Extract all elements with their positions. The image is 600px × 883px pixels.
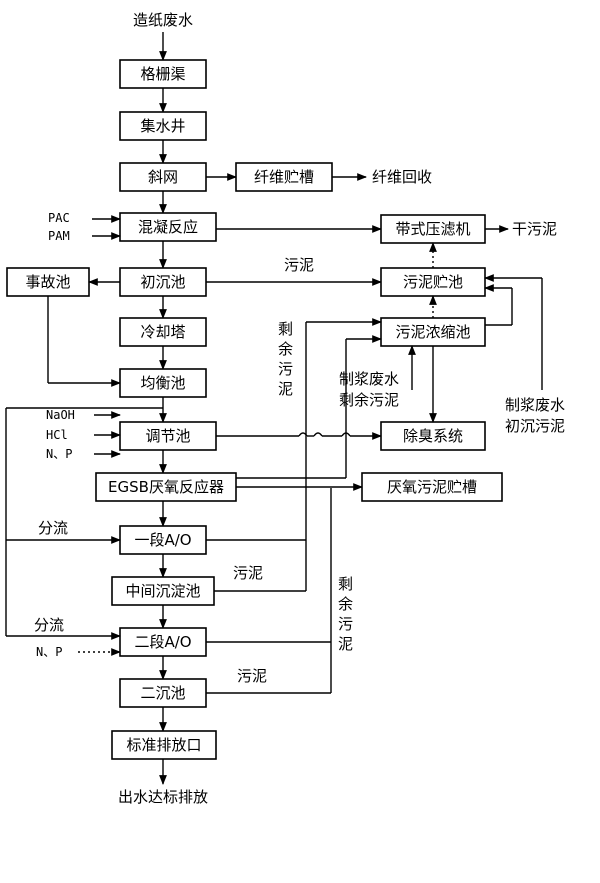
- screen-box: [119, 162, 207, 192]
- coag-box: [119, 212, 217, 242]
- pulp-primary-line1: 制浆废水: [505, 396, 565, 414]
- excess-sludge-1-c0: 剩: [278, 320, 293, 338]
- cooling-label: 冷却塔: [140, 323, 185, 341]
- pac-label: PAC: [48, 211, 70, 225]
- sump-box: [119, 111, 207, 141]
- pulp-excess-line2: 剩余污泥: [339, 391, 399, 409]
- outlet-box: [111, 730, 217, 760]
- belt-press-label: 带式压滤机: [395, 220, 470, 238]
- grille-label: 格栅渠: [140, 65, 185, 83]
- belt-press-box: [380, 214, 486, 244]
- hcl-label: HCl: [46, 428, 68, 442]
- fiber-recovery-label: 纤维回收: [372, 168, 432, 186]
- anaer-tank-label: 厌氧污泥贮槽: [387, 478, 477, 496]
- excess-sludge-2-c3: 泥: [338, 635, 353, 653]
- input-label: 造纸废水: [133, 11, 193, 29]
- sludge-top-label: 污泥: [284, 256, 314, 274]
- egsb-box: [95, 472, 237, 502]
- fiber-tank-label: 纤维贮槽: [254, 168, 314, 186]
- excess-sludge-2-c1: 余: [338, 595, 353, 613]
- pulp-primary-line2: 初沉污泥: [505, 417, 565, 435]
- np1-label: N、P: [46, 447, 72, 461]
- secondary-label: 二沉池: [140, 684, 185, 702]
- excess-sludge-2-c2: 污: [338, 615, 353, 633]
- excess-sludge-2-c0: 剩: [338, 575, 353, 593]
- equal-label: 均衡池: [140, 374, 185, 392]
- anaer-tank-box: [361, 472, 503, 502]
- adjust-label: 调节池: [145, 427, 190, 445]
- ao2-label-text: 二段A/O: [134, 633, 191, 651]
- mid-settle-label: 中间沉淀池: [125, 582, 200, 600]
- split2-label: 分流: [34, 616, 64, 634]
- equal-box: [119, 368, 207, 398]
- np2-label: N、P: [36, 645, 62, 659]
- output-label: 出水达标排放: [118, 788, 208, 806]
- sludge-mid-label: 污泥: [233, 564, 263, 582]
- line-hop: [313, 432, 323, 437]
- sludge-tank-label: 污泥贮池: [403, 273, 463, 291]
- pulp-excess-line1: 制浆废水: [339, 370, 399, 388]
- thickener-label: 污泥浓缩池: [395, 323, 470, 341]
- egsb-label: EGSB厌氧反应器: [108, 478, 224, 496]
- split1-label: 分流: [38, 519, 68, 537]
- secondary-box: [119, 678, 207, 708]
- deodor-label: 除臭系统: [403, 427, 463, 445]
- primary-box: [119, 267, 207, 297]
- screen-label: 斜网: [148, 168, 178, 186]
- primary-label: 初沉池: [140, 273, 185, 291]
- dry-sludge-label: 干污泥: [512, 220, 557, 238]
- sludge-low-label: 污泥: [237, 667, 267, 685]
- coag-label: 混凝反应: [138, 218, 198, 236]
- adjust-box: [119, 421, 217, 451]
- ao1-label: 一段A/O: [134, 531, 191, 549]
- sump-label: 集水井: [140, 117, 185, 135]
- excess-sludge-1-c3: 泥: [278, 380, 293, 398]
- excess-sludge-1-c1: 余: [278, 340, 293, 358]
- pam-label: PAM: [48, 229, 70, 243]
- outlet-label: 标准排放口: [126, 736, 201, 754]
- naoh-label: NaOH: [46, 408, 75, 422]
- excess-sludge-1-c2: 污: [278, 360, 293, 378]
- accident-label: 事故池: [25, 273, 70, 291]
